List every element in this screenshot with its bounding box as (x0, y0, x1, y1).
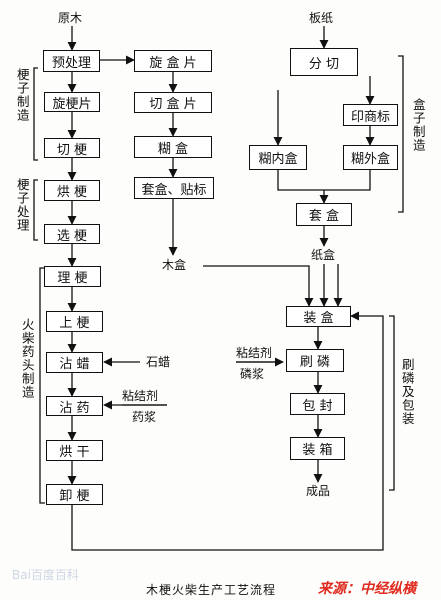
input-paraffin: 石蜡 (146, 355, 171, 369)
step-dry: 烘 干 (46, 440, 103, 461)
step-fill-box: 装 盒 (286, 306, 351, 327)
step-select-stem: 选 梗 (44, 224, 100, 244)
line-woodbox-to-packing (203, 265, 314, 307)
output-wood-box: 木盒 (162, 258, 187, 272)
step-rotary-box-sheet: 旋 盒 片 (134, 50, 212, 72)
step-unload-stem: 卸 梗 (46, 484, 103, 505)
step-pack-crate: 装 箱 (290, 437, 345, 460)
step-paste-box: 糊 盒 (134, 136, 212, 158)
group-label-box-making: 盒子制造 (410, 98, 426, 152)
step-dip-chemical: 沾 药 (46, 396, 103, 416)
output-finished-product: 成品 (306, 484, 331, 498)
input-chemical-paste: 药浆 (132, 410, 157, 424)
bracket-box-making (398, 55, 404, 213)
group-label-stem-making: 梗子制造 (14, 68, 30, 122)
step-paste-inner-box: 糊内盒 (249, 145, 307, 170)
step-cut-box-sheet: 切 盒 片 (134, 92, 212, 113)
input-binder: 粘结剂 (122, 389, 159, 403)
step-arrange-stem: 理 梗 (44, 266, 101, 287)
group-label-stem-processing: 梗子处理 (14, 178, 30, 232)
input-phosphor-binder: 粘结剂 (236, 346, 273, 360)
step-coat-phosphor: 刷 磷 (286, 349, 344, 372)
step-wrap-seal: 包 封 (290, 393, 345, 415)
merge-line-inner-outer (277, 170, 371, 191)
step-bake-stem: 烘 梗 (44, 180, 100, 201)
bracket-stem-making (33, 67, 38, 161)
bracket-stem-processing (33, 179, 38, 241)
input-phosphor-paste: 磷浆 (240, 367, 265, 381)
input-cardboard: 板纸 (309, 11, 334, 25)
baidu-watermark: Bai百度百科 (12, 568, 79, 582)
step-rotary-stem: 旋梗片 (44, 92, 100, 112)
bracket-phosphor-packing (389, 315, 395, 491)
step-print-label: 印商标 (343, 104, 398, 126)
step-split-cut: 分 切 (290, 48, 358, 76)
step-dip-wax: 沾 蜡 (46, 352, 103, 373)
group-label-phosphor-packing: 刷磷及包装 (399, 358, 415, 426)
group-label-match-head: 火柴药头制造 (19, 318, 35, 399)
return-line-unload-to-packing (71, 311, 384, 551)
diagram-caption: 木梗火柴生产工艺流程 (146, 583, 277, 597)
bracket-match-head (39, 267, 45, 504)
output-paper-box: 纸盒 (311, 248, 336, 262)
source-credit: 来源：中经纵横 (318, 581, 416, 597)
input-raw-wood: 原木 (58, 11, 83, 25)
step-paste-outer-box: 糊外盒 (343, 145, 398, 170)
step-sleeve-box: 套 盒 (296, 203, 352, 226)
step-sleeve-label: 套盒、贴标 (134, 177, 214, 199)
step-cut-stem: 切 梗 (44, 138, 100, 158)
step-load-stem: 上 梗 (46, 311, 103, 332)
step-pretreat: 预处理 (43, 50, 100, 72)
